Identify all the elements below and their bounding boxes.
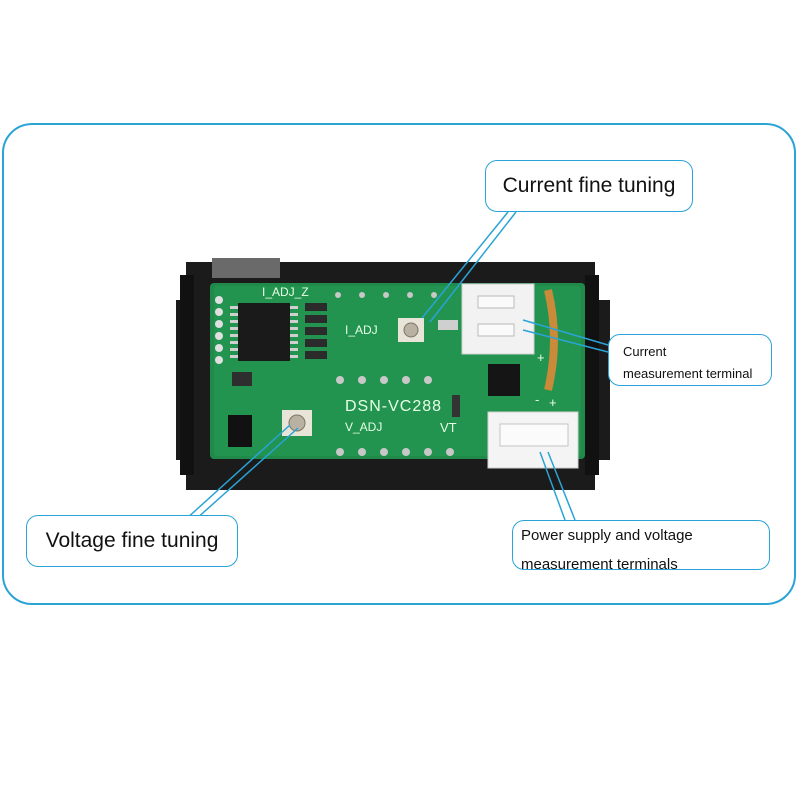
silk-i-adj: I_ADJ (345, 323, 378, 337)
callout-voltage-fine-tuning-text: Voltage fine tuning (45, 529, 219, 552)
mcu-pins (230, 306, 298, 358)
housing-right-clip (585, 275, 599, 475)
silk-i-adj-z: I_ADJ_Z (262, 285, 309, 299)
silk-minus: - (535, 392, 540, 407)
smd-cap (452, 395, 460, 417)
resistor-arrays (305, 303, 327, 359)
current-trimmer (398, 318, 424, 342)
shunt-wire (544, 289, 558, 391)
mcu-chip (238, 303, 290, 361)
image-frame (2, 123, 796, 605)
silk-vt: VT (440, 420, 457, 435)
silk-v-adj: V_ADJ (345, 420, 383, 434)
callout-power-supply-line1: Power supply and voltage (521, 527, 693, 544)
callout-current-fine-tuning-text: Current fine tuning (502, 174, 676, 197)
current-terminal-connector (461, 283, 535, 355)
silk-plus-bottom: + (549, 395, 557, 410)
voltage-trimmer (282, 410, 312, 436)
callout-pointers (184, 211, 609, 521)
pcb-vias (335, 292, 454, 456)
smd-component (232, 372, 252, 386)
callout-voltage-fine-tuning: Voltage fine tuning (26, 515, 238, 567)
callout-current-measurement-terminal: Current measurement terminal (608, 334, 772, 386)
callout-power-supply-terminals: Power supply and voltage measurement ter… (512, 520, 770, 573)
left-header-pads (215, 296, 223, 364)
silk-plus-top: + (537, 350, 545, 365)
housing-top-sticker (212, 258, 280, 278)
op-amp-chip (488, 364, 520, 396)
voltage-regulator (228, 415, 252, 447)
callout-current-measurement-line2: measurement terminal (623, 366, 753, 381)
callout-current-fine-tuning: Current fine tuning (485, 160, 693, 212)
callout-current-measurement-line1: Current (623, 344, 667, 359)
housing-left-clip (180, 275, 194, 475)
smd-resistor (438, 320, 458, 330)
callout-power-supply-line2: measurement terminals (521, 556, 678, 573)
silk-model: DSN-VC288 (345, 398, 443, 415)
